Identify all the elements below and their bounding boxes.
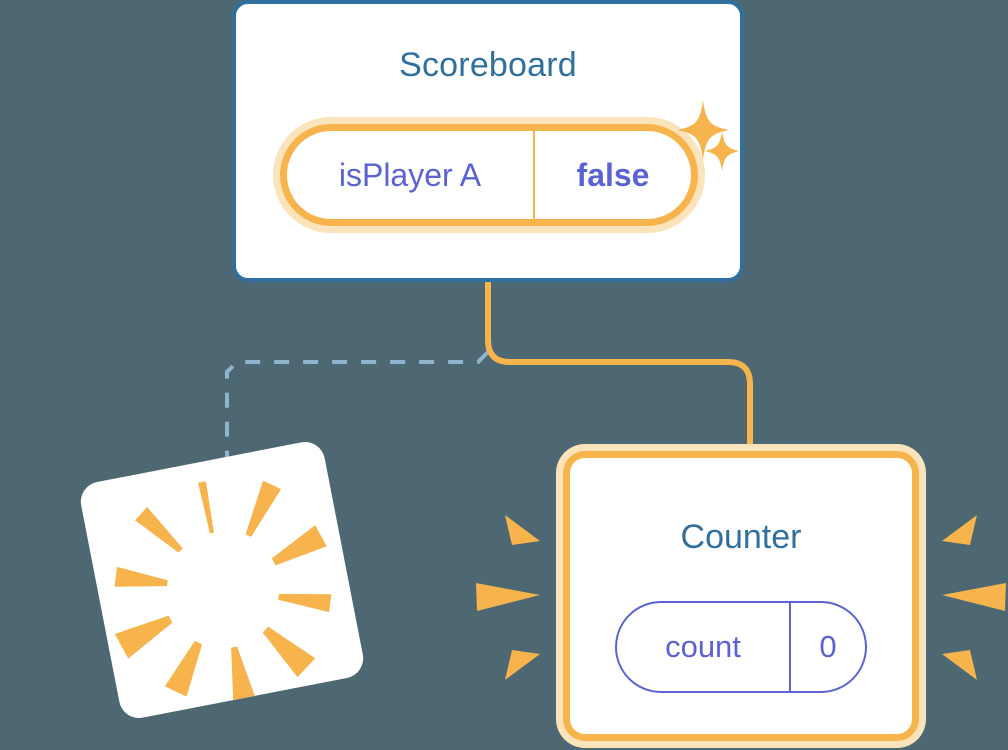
ray [271, 525, 327, 566]
scoreboard-title: Scoreboard [399, 46, 577, 84]
ray [505, 515, 540, 545]
counter-state-pill[interactable]: count 0 [615, 601, 867, 693]
pill-divider [533, 131, 535, 219]
ray [114, 615, 173, 659]
scoreboard-state-key: isPlayer A [338, 156, 482, 193]
ray [476, 583, 540, 611]
ray [245, 480, 282, 537]
pill-divider [789, 603, 791, 691]
ray [942, 583, 1006, 611]
ray [942, 515, 977, 545]
ray [505, 650, 540, 680]
counter-title: Counter [680, 518, 802, 556]
ray [262, 626, 316, 678]
counter-state-key: count [665, 629, 741, 664]
connector-dashed-scoreboard-to-blank-card [225, 350, 490, 462]
sparkle-small-icon [705, 131, 739, 171]
ray [164, 640, 203, 697]
ray [198, 481, 214, 534]
scoreboard-state-pill[interactable]: isPlayer A false [280, 124, 698, 226]
scoreboard-card[interactable]: Scoreboard isPlayer A false [232, 0, 744, 282]
ray [942, 650, 977, 680]
counter-state-value: 0 [819, 629, 837, 664]
ray [278, 593, 332, 613]
counter-card[interactable]: Counter count 0 [563, 451, 919, 741]
scoreboard-state-value: false [576, 156, 650, 193]
ray [114, 566, 168, 587]
ray [231, 646, 255, 701]
connector-solid-scoreboard-to-counter [485, 282, 753, 470]
sparkle-large-icon [677, 100, 729, 160]
ray [134, 507, 183, 553]
